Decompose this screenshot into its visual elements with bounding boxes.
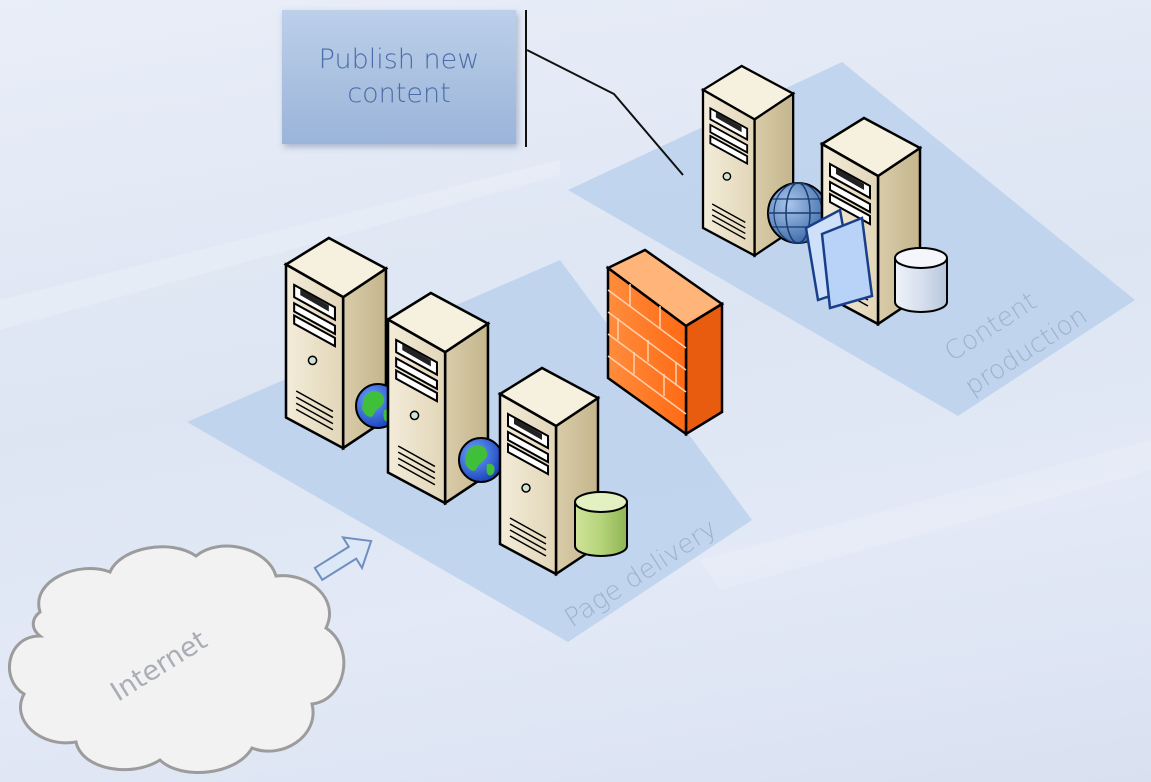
cloud-icon xyxy=(8,544,346,774)
documents-icon xyxy=(804,208,874,310)
database-icon xyxy=(894,247,948,313)
publish-callout-text: Publish new content xyxy=(318,44,480,109)
publish-callout: Publish new content xyxy=(282,10,516,144)
arrow-icon xyxy=(313,536,373,582)
firewall-icon xyxy=(605,248,725,437)
database-icon xyxy=(574,491,628,557)
globe-icon xyxy=(458,437,504,483)
callout-connector xyxy=(526,49,684,176)
